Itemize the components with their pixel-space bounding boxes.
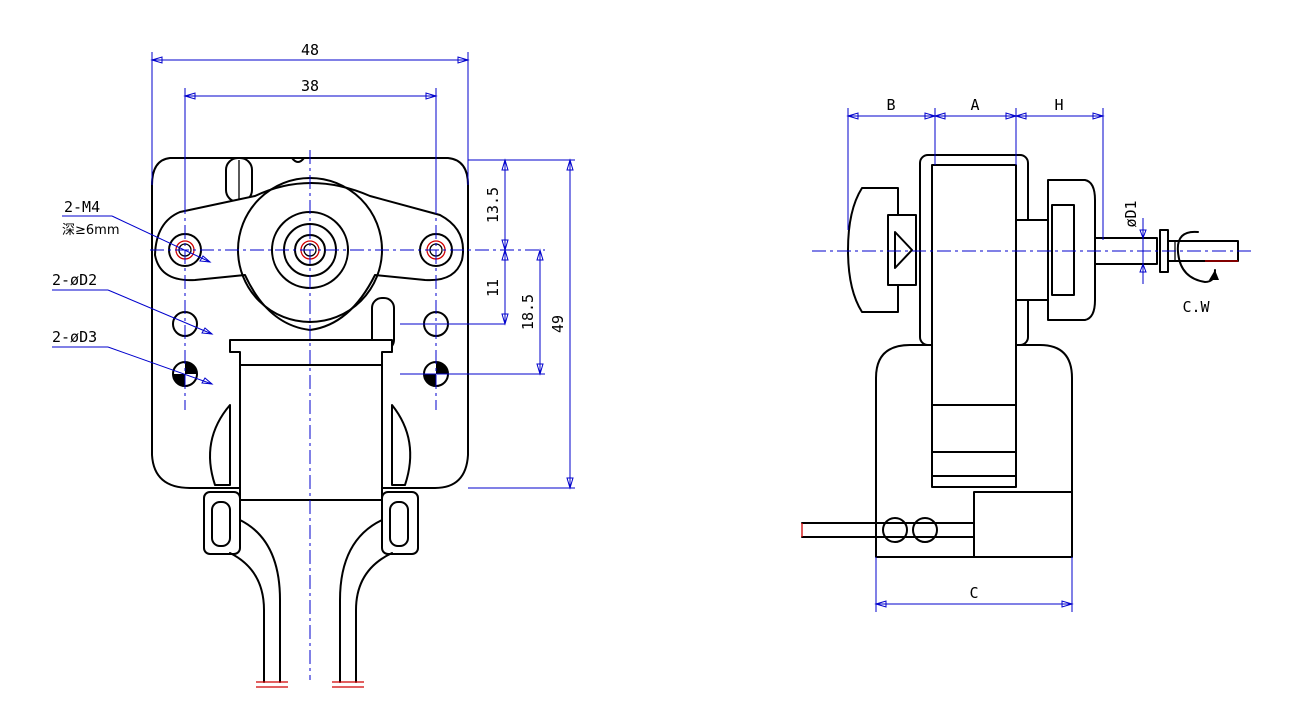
front-mount-plate xyxy=(151,157,469,489)
callout-m4-depth: 深≥6mm xyxy=(62,223,120,238)
front-coil-left xyxy=(209,404,231,486)
callout-d3: 2-øD3 xyxy=(52,328,97,346)
front-view: 48 38 13.5 11 18.5 49 2-M4 深≥6mm 2-øD2 xyxy=(52,41,575,688)
dim-width-overall: 48 xyxy=(301,41,319,59)
side-front-cap xyxy=(1047,179,1096,321)
dim-h: H xyxy=(1054,96,1063,114)
dim-height-mid: 11 xyxy=(484,279,502,297)
lead-wire-right xyxy=(339,519,393,683)
callout-m4: 2-M4 xyxy=(64,198,100,216)
dim-c: C xyxy=(969,584,978,602)
dim-height-top: 13.5 xyxy=(484,187,502,223)
side-rear-cap xyxy=(847,187,899,313)
side-terminal-box xyxy=(973,491,1073,558)
dim-width-holes: 38 xyxy=(301,77,319,95)
dim-a: A xyxy=(970,96,979,114)
dim-height-overall: 49 xyxy=(549,315,567,333)
side-view: B A H øD1 C.W C xyxy=(801,96,1255,612)
dim-height-lower: 18.5 xyxy=(519,294,537,330)
wire-ends xyxy=(256,681,364,688)
dim-b: B xyxy=(886,96,895,114)
callout-d2: 2-øD2 xyxy=(52,271,97,289)
dim-d1: øD1 xyxy=(1122,200,1140,227)
front-coil-right xyxy=(391,404,412,486)
lead-wire-left xyxy=(229,519,281,683)
rotation-label: C.W xyxy=(1182,298,1210,316)
